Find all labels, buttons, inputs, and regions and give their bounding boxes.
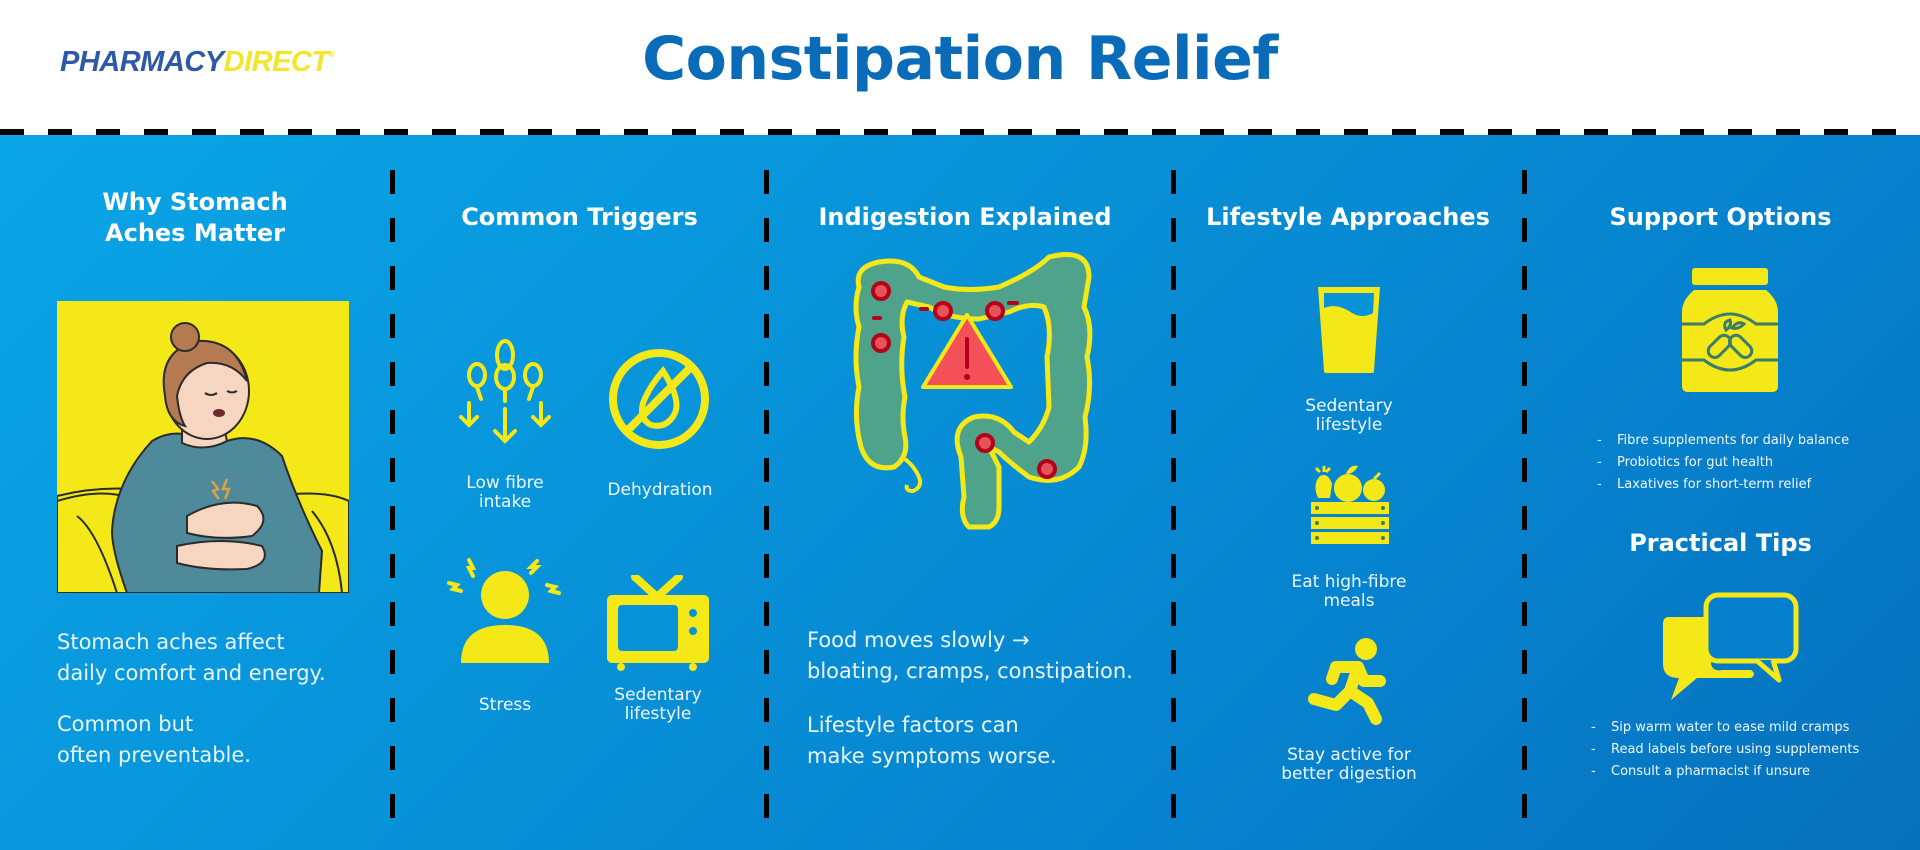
glass-of-water-icon: [1316, 285, 1382, 375]
page-title: Constipation Relief: [642, 24, 1278, 94]
heading-line: Why Stomach: [102, 188, 288, 216]
wheat-down-arrows-icon: [455, 335, 555, 450]
lifestyle-label-water: Sedentary lifestyle: [1274, 397, 1424, 435]
why-paragraph-2: Common but often preventable.: [57, 709, 377, 771]
trigger-label-dehydration: Dehydration: [607, 480, 713, 500]
label-line: Sedentary: [614, 685, 702, 705]
logo-part-direct: DIRECT: [223, 46, 329, 78]
list-item: Laxatives for short-term relief: [1597, 474, 1849, 496]
pharmacy-direct-logo[interactable]: PHARMACYDIRECT®: [60, 46, 334, 79]
speech-bubbles-icon: [1661, 592, 1801, 702]
woman-holding-stomach-illustration: [57, 301, 349, 593]
text-line: daily comfort and energy.: [57, 661, 326, 685]
dashed-divider-vertical: [764, 170, 769, 820]
dashed-divider-vertical: [1522, 170, 1527, 820]
section-heading: Common Triggers: [461, 203, 698, 231]
practical-tips-list: Sip warm water to ease mild cramps Read …: [1591, 717, 1859, 783]
trigger-label-stress: Stress: [478, 695, 532, 715]
supplement-jar-icon: [1680, 268, 1780, 393]
trigger-label-low-fibre: Low fibre intake: [445, 474, 565, 512]
section-heading: Lifestyle Approaches: [1206, 203, 1490, 231]
text-line: Lifestyle factors can: [807, 713, 1019, 737]
text-line: Stomach aches affect: [57, 630, 285, 654]
no-water-drop-icon: [607, 347, 711, 451]
text-line: Common but: [57, 712, 194, 736]
label-line: meals: [1323, 591, 1375, 611]
why-paragraph-1: Stomach aches affect daily comfort and e…: [57, 627, 377, 689]
section-heading: Why Stomach Aches Matter: [10, 187, 380, 249]
section-heading-practical-tips: Practical Tips: [1629, 529, 1812, 557]
text-line: make symptoms worse.: [807, 744, 1057, 768]
section-lifestyle-approaches: Lifestyle Approaches Sedentary lifestyle…: [1176, 135, 1522, 850]
stressed-person-icon: [445, 555, 565, 665]
label-line: lifestyle: [624, 704, 692, 724]
logo-part-pharmacy: PHARMACY: [60, 46, 224, 78]
lifestyle-label-active: Stay active for better digestion: [1254, 746, 1444, 784]
list-item: Probiotics for gut health: [1597, 452, 1849, 474]
label-line: Stay active for: [1287, 745, 1411, 765]
header: PHARMACYDIRECT® Constipation Relief: [0, 0, 1920, 130]
list-item: Fibre supplements for daily balance: [1597, 430, 1849, 452]
section-heading: Support Options: [1609, 203, 1832, 231]
label-line: lifestyle: [1315, 415, 1383, 435]
label-line: Eat high-fibre: [1291, 572, 1407, 592]
intestine-warning-icon: [849, 247, 1094, 532]
dashed-divider-vertical: [1171, 170, 1176, 820]
section-indigestion-explained: Indigestion Explained Food moves slowly …: [769, 135, 1171, 850]
text-line: often preventable.: [57, 743, 251, 767]
section-common-triggers: Common Triggers Low fibre intake Dehydra…: [395, 135, 764, 850]
section-why-stomach-aches: Why Stomach Aches Matter: [0, 135, 390, 850]
list-item: Sip warm water to ease mild cramps: [1591, 717, 1859, 739]
text-line: bloating, cramps, constipation.: [807, 659, 1133, 683]
label-line: Sedentary: [1305, 396, 1393, 416]
label-line: better digestion: [1281, 764, 1417, 784]
label-line: intake: [478, 492, 532, 512]
label-line: Low fibre: [466, 473, 544, 493]
dashed-divider-horizontal: [0, 129, 1920, 135]
section-heading: Indigestion Explained: [818, 203, 1112, 231]
support-options-list: Fibre supplements for daily balance Prob…: [1597, 430, 1849, 496]
indigestion-paragraph-2: Lifestyle factors can make symptoms wors…: [807, 710, 1167, 772]
text-line: Food moves slowly →: [807, 628, 1030, 652]
lifestyle-label-fibre: Eat high-fibre meals: [1264, 573, 1434, 611]
indigestion-paragraph-1: Food moves slowly → bloating, cramps, co…: [807, 625, 1167, 687]
logo-trademark: ®: [328, 50, 335, 59]
list-item: Consult a pharmacist if unsure: [1591, 761, 1859, 783]
section-support-options: Support Options Fibre supplements for da…: [1527, 135, 1920, 850]
television-icon: [605, 575, 711, 671]
heading-line: Aches Matter: [105, 219, 285, 247]
dashed-divider-vertical: [390, 170, 395, 820]
trigger-label-sedentary: Sedentary lifestyle: [583, 686, 733, 724]
fruit-crate-icon: [1310, 460, 1390, 546]
list-item: Read labels before using supplements: [1591, 739, 1859, 761]
running-person-icon: [1306, 635, 1396, 727]
